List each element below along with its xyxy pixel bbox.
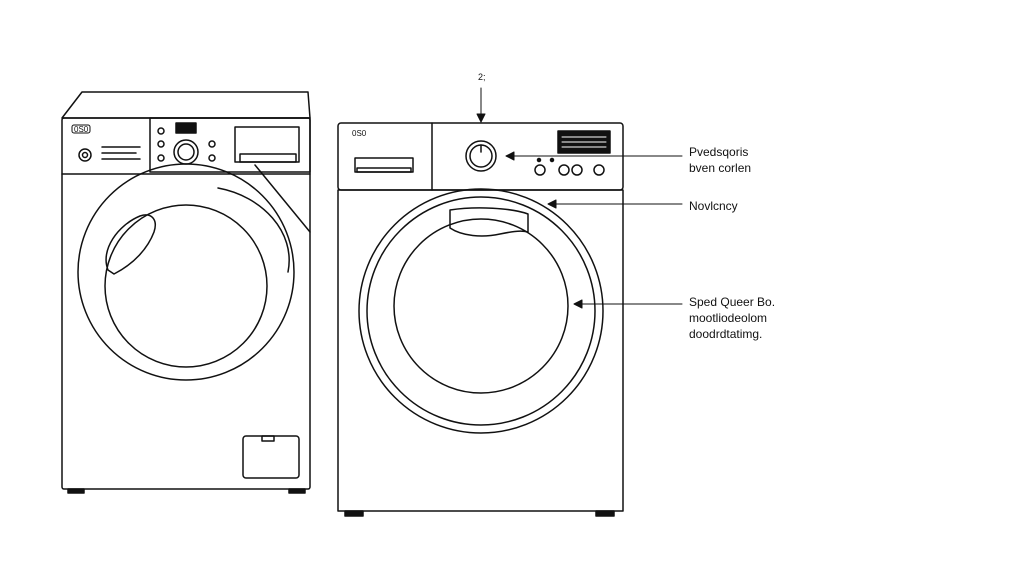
- left-washer-small-knob-center: [81, 151, 89, 159]
- left-washer-main-dial-inner: [177, 143, 195, 161]
- left-washer-foot-left: [67, 488, 85, 494]
- dial-callout: Pvedsqoris bven corlen: [689, 144, 751, 176]
- right-washer-door-glass: [393, 218, 569, 394]
- right-washer-door-outer[interactable]: [358, 188, 604, 434]
- right-washer-main-dial[interactable]: [465, 140, 497, 172]
- right-washer-foot-right: [595, 510, 615, 517]
- drum-callout-line-2: mootliodeolom: [689, 311, 768, 325]
- left-washer-small-knob: [78, 148, 92, 162]
- door-callout: Novlcncy: [689, 198, 738, 214]
- right-washer-indicator-2: [549, 157, 555, 163]
- left-washer: 0S0: [61, 91, 311, 494]
- left-washer-button-3[interactable]: [157, 154, 165, 162]
- left-washer-filter-door[interactable]: [242, 435, 300, 479]
- right-washer-drawer-handle: [356, 167, 412, 173]
- left-washer-control-panel: [149, 117, 311, 173]
- left-washer-button-4[interactable]: [208, 140, 216, 148]
- right-washer-button-4[interactable]: [593, 164, 605, 176]
- left-washer-foot-right: [288, 488, 306, 494]
- left-washer-display: [175, 122, 197, 134]
- right-washer-detergent-drawer[interactable]: [354, 157, 414, 173]
- left-washer-hinge-curve: [217, 187, 290, 273]
- left-washer-top-lid: [61, 91, 311, 119]
- right-washer-button-1[interactable]: [534, 164, 546, 176]
- left-washer-drawer-handle: [239, 153, 297, 163]
- left-washer-detergent-drawer[interactable]: [234, 126, 300, 163]
- right-washer-button-2[interactable]: [558, 164, 570, 176]
- drum-callout: Sped Queer Bo. mootliodeolom doodrdtatim…: [689, 294, 775, 342]
- right-washer-foot-left: [344, 510, 364, 517]
- dial-callout-line-1: Pvedsqoris: [689, 145, 749, 159]
- right-washer-brand-label: 0S0: [352, 129, 367, 138]
- drum-callout-arrowhead: [573, 299, 583, 309]
- left-washer-leader-line: [254, 164, 311, 233]
- top-marker-arrowhead: [476, 113, 486, 123]
- left-washer-button-1[interactable]: [157, 127, 165, 135]
- door-callout-line-1: Novlcncy: [689, 199, 738, 213]
- right-washer: 0S0: [337, 122, 624, 517]
- dial-callout-arrowhead: [505, 151, 515, 161]
- left-washer-door-outer[interactable]: [77, 163, 295, 381]
- right-washer-cabinet: [337, 189, 624, 512]
- left-washer-button-2[interactable]: [157, 140, 165, 148]
- left-washer-filter-tab: [261, 435, 275, 442]
- right-washer-button-3[interactable]: [571, 164, 583, 176]
- left-washer-brand-plate: [71, 124, 91, 134]
- right-washer-door-ring: [366, 196, 596, 426]
- right-washer-indicator-1: [536, 157, 542, 163]
- right-washer-door-handle: [449, 207, 529, 237]
- callout-lines: [476, 87, 683, 309]
- left-washer-button-5[interactable]: [208, 154, 216, 162]
- drum-callout-line-1: Sped Queer Bo.: [689, 295, 776, 309]
- dial-callout-line-2: bven corlen: [689, 161, 752, 175]
- left-washer-brand-label: 0S0: [74, 125, 89, 134]
- door-callout-arrowhead: [547, 199, 557, 209]
- right-washer-display-segments: [561, 136, 607, 148]
- left-washer-door-glass: [104, 204, 268, 368]
- left-washer-door-handle: [105, 214, 156, 275]
- drum-callout-line-3: doodrdtatimg.: [689, 327, 763, 341]
- top-marker-label: 2;: [478, 72, 486, 82]
